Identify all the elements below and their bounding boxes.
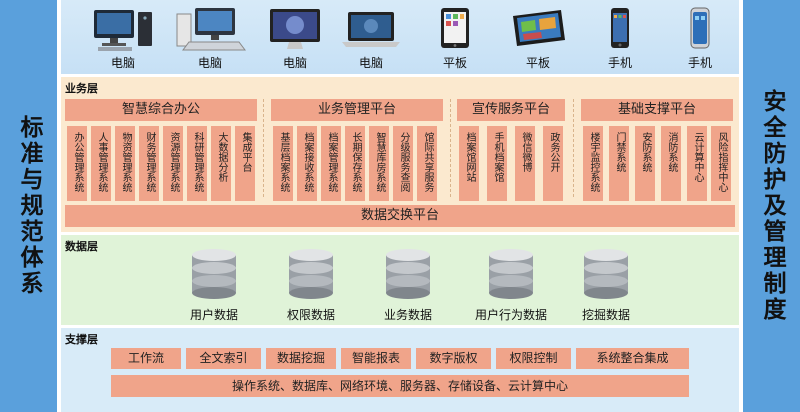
device-desktop-pc: 电脑 xyxy=(78,4,168,70)
system-box: 馆际共享服务 xyxy=(417,126,437,201)
database-icon xyxy=(289,249,333,299)
data-layer: 数据层 用户数据 权限数据 业务数据 xyxy=(61,235,739,325)
database-permission: 权限数据 xyxy=(266,247,356,323)
system-box: 档案馆网站 xyxy=(459,126,479,201)
database-user: 用户数据 xyxy=(169,247,259,323)
system-box: 消防系统 xyxy=(661,126,681,201)
database-business: 业务数据 xyxy=(363,247,453,323)
group-infrastructure: 基础支撑平台 xyxy=(581,99,733,121)
device-label: 电脑 xyxy=(358,56,383,70)
system-box: 安防系统 xyxy=(635,126,655,201)
device-android-phone: 手机 xyxy=(655,4,745,70)
system-box: 财务管理系统 xyxy=(139,126,159,201)
system-box: 办公管理系统 xyxy=(67,126,87,201)
imac-icon xyxy=(250,6,340,52)
support-digital-copyright: 数字版权 xyxy=(416,348,491,369)
support-workflow: 工作流 xyxy=(111,348,181,369)
device-imac: 电脑 xyxy=(250,4,340,70)
device-label: 平板 xyxy=(442,56,467,70)
system-box: 基层档案系统 xyxy=(273,126,293,201)
tablet-landscape-icon xyxy=(493,6,583,52)
system-box: 人事管理系统 xyxy=(91,126,111,201)
device-label: 平板 xyxy=(525,56,550,70)
system-box: 长期保存系统 xyxy=(345,126,365,201)
group-divider xyxy=(573,99,574,197)
business-layer-title: 业务层 xyxy=(65,82,98,95)
database-user-behavior: 用户行为数据 xyxy=(461,247,561,323)
group-infrastructure-items: 楼宇监控系统 门禁系统 安防系统 消防系统 云计算中心 风险指挥中心 xyxy=(581,126,733,201)
data-exchange-platform: 数据交换平台 xyxy=(65,205,735,227)
support-permission-control: 权限控制 xyxy=(496,348,571,369)
device-laptop: 电脑 xyxy=(326,4,416,70)
system-box: 手机档案馆 xyxy=(487,126,507,201)
support-layer-title: 支撑层 xyxy=(65,333,98,346)
device-workstation-pc: 电脑 xyxy=(165,4,255,70)
database-label: 权限数据 xyxy=(286,308,335,322)
tablet-portrait-icon xyxy=(410,6,500,52)
group-smart-office-items: 办公管理系统 人事管理系统 物资管理系统 财务管理系统 资源管理系统 科研管理系… xyxy=(65,126,257,201)
database-mining: 挖掘数据 xyxy=(561,247,651,323)
system-box: 资源管理系统 xyxy=(163,126,183,201)
system-box: 集成平台 xyxy=(235,126,255,201)
system-box: 门禁系统 xyxy=(609,126,629,201)
system-box: 科研管理系统 xyxy=(187,126,207,201)
database-label: 用户数据 xyxy=(189,308,238,322)
support-data-mining: 数据挖掘 xyxy=(266,348,336,369)
support-system-integration: 系统整合集成 xyxy=(576,348,689,369)
support-smart-report: 智能报表 xyxy=(341,348,411,369)
device-label: 手机 xyxy=(687,56,712,70)
system-box: 物资管理系统 xyxy=(115,126,135,201)
database-label: 挖掘数据 xyxy=(581,308,630,322)
data-layer-title: 数据层 xyxy=(65,240,98,253)
device-label: 电脑 xyxy=(110,56,135,70)
group-publicity: 宣传服务平台 xyxy=(457,99,565,121)
standards-pillar-label: 标准与规范体系 xyxy=(16,115,42,297)
system-box: 分级服务查阅 xyxy=(393,126,413,201)
desktop-pc-icon xyxy=(78,6,168,52)
group-business-mgmt-items: 基层档案系统 档案接收系统 档案管理系统 长期保存系统 智慧库房系统 分级服务查… xyxy=(271,126,443,201)
system-box: 云计算中心 xyxy=(687,126,707,201)
device-strip: 电脑 电脑 电脑 xyxy=(61,0,739,74)
device-label: 电脑 xyxy=(197,56,222,70)
system-box: 智慧库房系统 xyxy=(369,126,389,201)
database-label: 业务数据 xyxy=(383,308,432,322)
device-label: 电脑 xyxy=(282,56,307,70)
device-label: 手机 xyxy=(607,56,632,70)
infrastructure-base: 操作系统、数据库、网络环境、服务器、存储设备、云计算中心 xyxy=(111,375,689,397)
laptop-icon xyxy=(326,6,416,52)
android-phone-icon xyxy=(655,6,745,52)
group-smart-office: 智慧综合办公 xyxy=(65,99,257,121)
business-layer: 业务层 智慧综合办公 办公管理系统 人事管理系统 物资管理系统 财务管理系统 资… xyxy=(61,77,739,232)
database-label: 用户行为数据 xyxy=(474,308,547,322)
database-icon xyxy=(584,249,628,299)
system-box: 楼宇监控系统 xyxy=(583,126,603,201)
security-pillar: 安全防护及管理制度 xyxy=(743,0,800,412)
system-box: 档案接收系统 xyxy=(297,126,317,201)
system-box: 微信微博 xyxy=(515,126,535,201)
device-tablet-portrait: 平板 xyxy=(410,4,500,70)
system-box: 风险指挥中心 xyxy=(711,126,731,201)
group-divider xyxy=(450,99,451,197)
support-layer: 支撑层 工作流 全文索引 数据挖掘 智能报表 数字版权 权限控制 系统整合集成 … xyxy=(61,328,739,412)
system-box: 政务公开 xyxy=(543,126,563,201)
system-box: 大数据分析 xyxy=(211,126,231,201)
security-pillar-label: 安全防护及管理制度 xyxy=(759,89,785,323)
device-iphone: 手机 xyxy=(575,4,665,70)
group-business-mgmt: 业务管理平台 xyxy=(271,99,443,121)
database-icon xyxy=(489,249,533,299)
standards-pillar: 标准与规范体系 xyxy=(0,0,57,412)
group-divider xyxy=(263,99,264,197)
database-icon xyxy=(192,249,236,299)
support-fulltext-index: 全文索引 xyxy=(186,348,261,369)
workstation-pc-icon xyxy=(165,6,255,52)
database-icon xyxy=(386,249,430,299)
iphone-icon xyxy=(575,6,665,52)
group-publicity-items: 档案馆网站 手机档案馆 微信微博 政务公开 xyxy=(457,126,565,201)
system-box: 档案管理系统 xyxy=(321,126,341,201)
device-tablet-landscape: 平板 xyxy=(493,4,583,70)
